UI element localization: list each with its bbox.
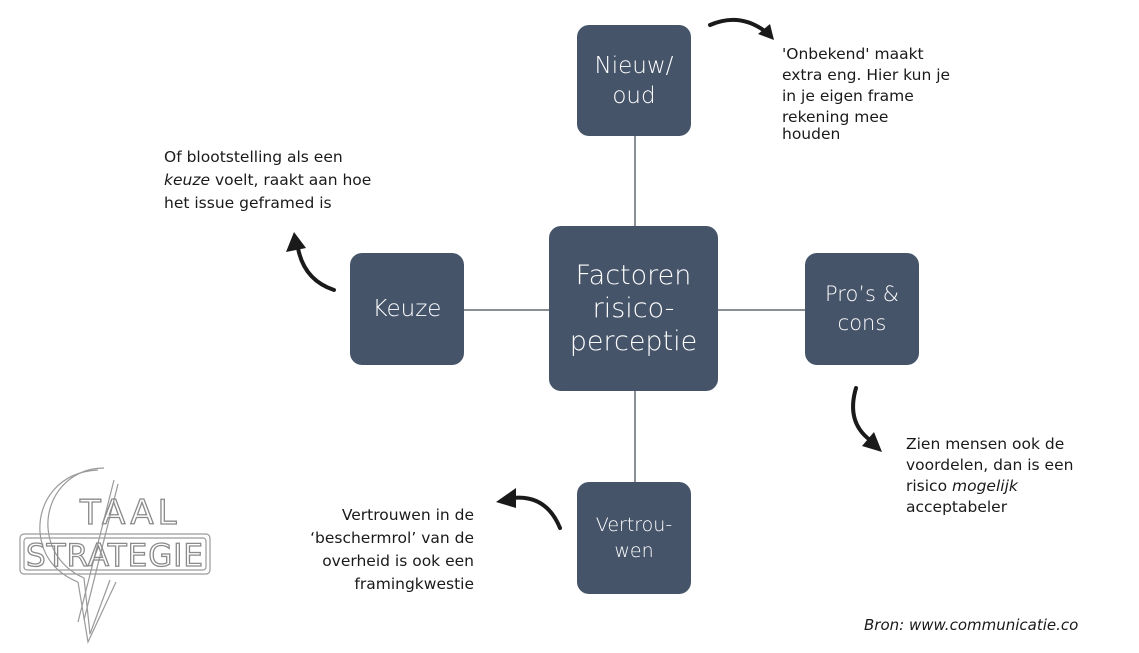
node-center-line2: risico- (592, 293, 675, 324)
connector-left (464, 309, 550, 311)
note-bottom-right: Zien mensen ook de voordelen, dan is een… (906, 434, 1073, 518)
note-top-right-line4: rekening mee (782, 108, 889, 126)
arrow-bottom-right-icon (851, 386, 882, 452)
note-bottom-right-line3: risico mogelijk (906, 476, 1073, 497)
note-top-left-line2: keuze voelt, raakt aan hoe (164, 169, 371, 192)
arrow-top-right-icon (708, 17, 774, 40)
note-top-left: Of blootstelling als een keuze voelt, ra… (164, 146, 371, 215)
source-credit: Bron: www.communicatie.co (864, 616, 1079, 634)
note-bottom-right-line3-start: risico (906, 477, 952, 495)
connector-top (634, 136, 636, 226)
node-right: Pro’s & cons (805, 253, 919, 365)
node-right-line1: Pro’s & (825, 282, 899, 306)
connector-bottom (634, 391, 636, 482)
note-top-right-line1: 'Onbekend' maakt (782, 45, 924, 63)
node-center-line3: perceptie (569, 326, 698, 357)
logo-line1: TAAL (79, 493, 181, 533)
note-top-left-line2-rest: voelt, raakt aan hoe (210, 171, 372, 189)
node-center-line1: Factoren (575, 260, 692, 291)
note-top-left-line1: Of blootstelling als een (164, 148, 343, 166)
node-top-line1: Nieuw/ (594, 52, 674, 79)
note-bottom-right-mogelijk: mogelijk (952, 477, 1018, 495)
node-center: Factoren risico- perceptie (549, 226, 718, 391)
note-top-left-keuze: keuze (164, 171, 211, 189)
logo-line2: STRATEGIE (26, 538, 204, 574)
node-bottom-line1: Vertrou- (595, 514, 673, 536)
note-bottom-left-line2: ‘beschermrol’ van de (310, 529, 474, 547)
node-bottom-line2: wen (614, 540, 654, 562)
note-bottom-left-line3: overheid is ook een (322, 552, 474, 570)
note-bottom-left-line1: Vertrouwen in de (341, 506, 474, 524)
note-bottom-left-line4: framingkwestie (354, 575, 474, 593)
node-top: Nieuw/ oud (577, 25, 691, 136)
note-top-right: 'Onbekend' maakt extra eng. Hier kun je … (782, 44, 950, 145)
arrow-top-left-icon (286, 232, 336, 292)
note-top-left-line3: het issue geframed is (164, 194, 332, 212)
node-left-line1: Keuze (372, 296, 442, 322)
note-bottom-left: Vertrouwen in de ‘beschermrol’ van de ov… (248, 504, 474, 596)
node-left: Keuze (350, 253, 464, 365)
connector-right (718, 309, 805, 311)
node-right-line2: cons (837, 311, 887, 335)
note-bottom-right-line4: acceptabeler (906, 498, 1008, 516)
note-top-right-line2: extra eng. Hier kun je (782, 66, 951, 84)
note-bottom-right-line2: voordelen, dan is een (906, 456, 1074, 474)
note-bottom-right-line1: Zien mensen ook de (906, 435, 1065, 453)
note-top-right-line3: in je eigen frame (782, 87, 914, 105)
taal-strategie-logo-icon: TAAL STRATEGIE (19, 467, 211, 645)
node-top-line2: oud (612, 82, 656, 109)
node-bottom: Vertrou- wen (577, 482, 691, 594)
arrow-bottom-left-icon (496, 488, 562, 530)
note-top-right-line5: houden (782, 125, 841, 143)
